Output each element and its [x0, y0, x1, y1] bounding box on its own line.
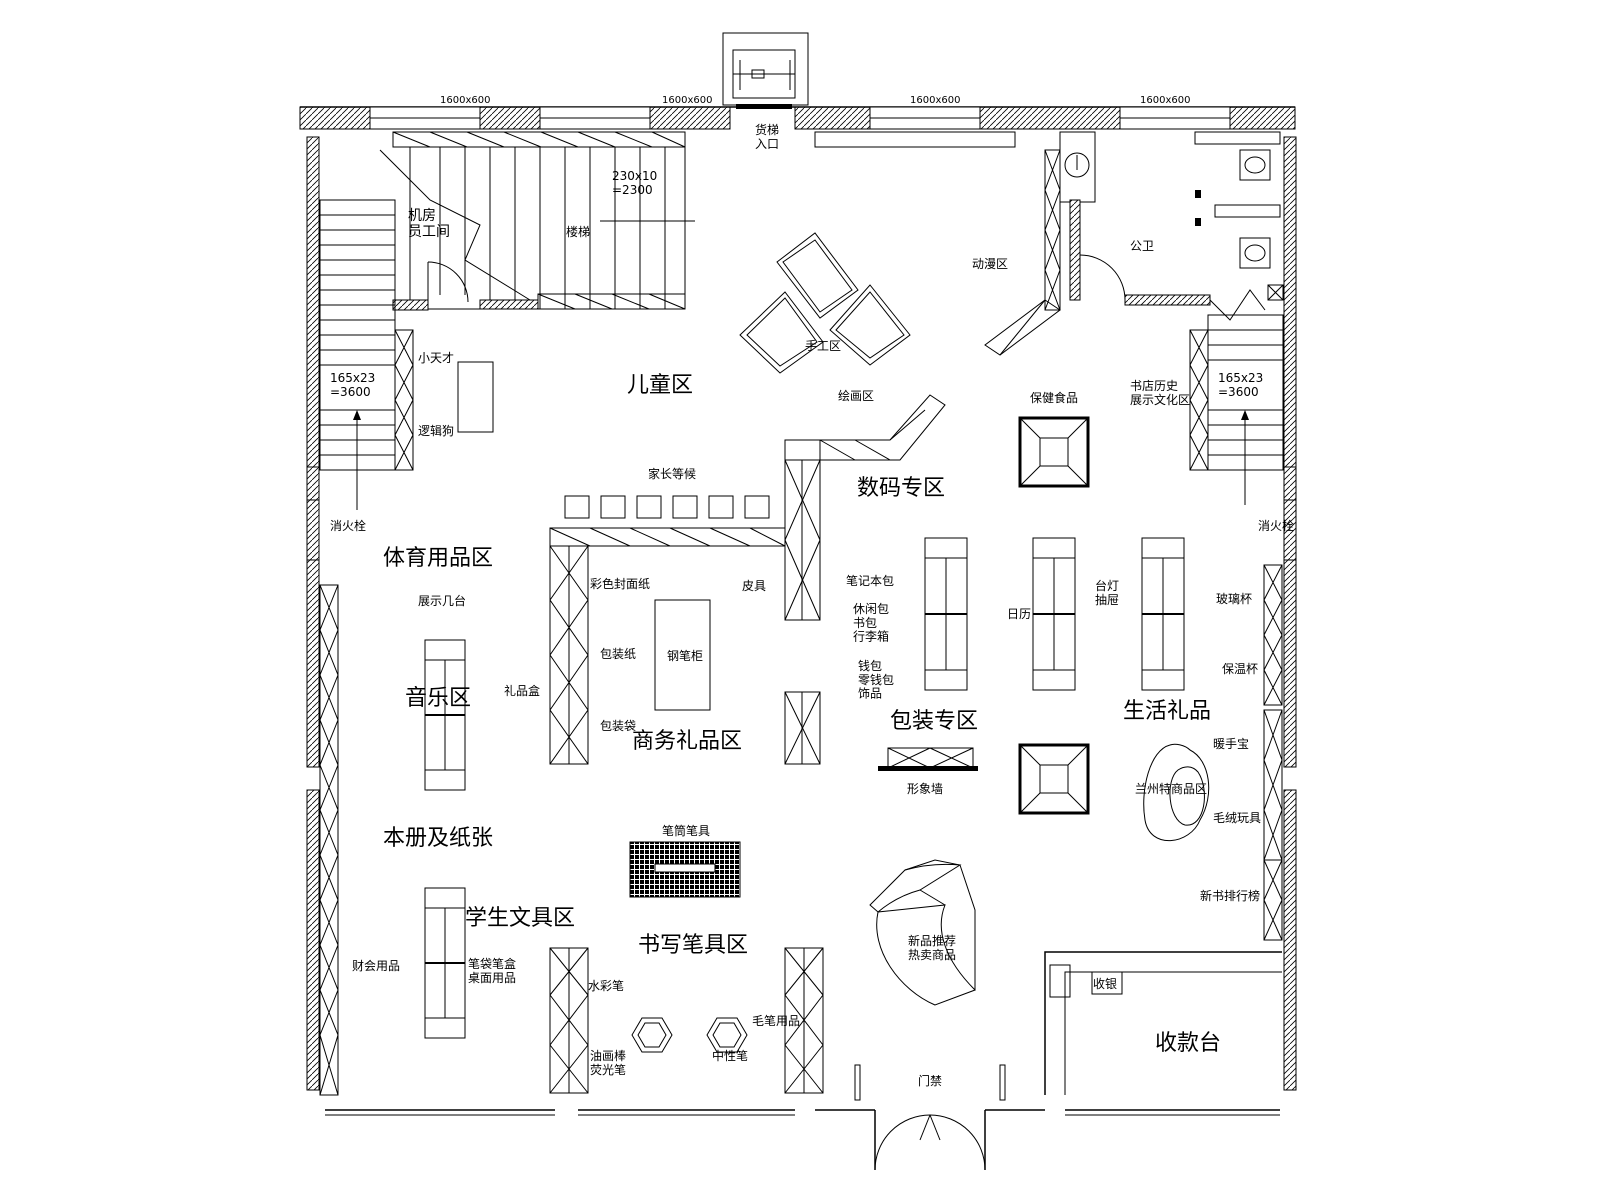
- leather-label: 皮具: [742, 579, 766, 593]
- dim-2: 1600x600: [662, 95, 712, 106]
- display-stand-label: 展示几台: [418, 593, 466, 608]
- magic-area-label: 动漫区: [972, 257, 1008, 271]
- zone-student-stationery: 学生文具区: [465, 906, 575, 931]
- new-books-label: 新书排行榜: [1200, 888, 1260, 903]
- zone-notebooks: 本册及纸张: [383, 826, 493, 851]
- digital-gondolas: [924, 537, 1185, 691]
- machine-room: [379, 149, 531, 311]
- brush-supplies-label: 毛笔用品: [752, 1013, 800, 1028]
- lanzhou-display: [1143, 743, 1210, 842]
- right-stairs: [1189, 314, 1284, 505]
- laptop-bag-label: 笔记本包: [846, 573, 894, 588]
- magic-display: [984, 149, 1061, 356]
- pack-bag-label: 包装袋: [600, 719, 636, 733]
- zone-packaging: 包装专区: [890, 709, 978, 734]
- parent-wait-label: 家长等候: [648, 466, 696, 481]
- main-stairs: [409, 146, 695, 310]
- pen-cabinet-label: 钢笔柜: [667, 648, 703, 663]
- cash-register-label: 收银: [1093, 977, 1117, 991]
- cashier-counter: [1044, 951, 1282, 1095]
- lanzhou-goods-label: 兰州特商品区: [1135, 781, 1207, 796]
- desk-lamp-label: 台灯抽屉: [1095, 578, 1119, 607]
- small-talent-label: 小天才: [418, 351, 454, 365]
- warm-hand-label: 暖手宝: [1213, 737, 1249, 751]
- pen-tools-label: 笔筒笔具: [662, 823, 710, 838]
- zone-sports: 体育用品区: [383, 546, 493, 571]
- parent-wait-seats: [564, 495, 770, 519]
- hex-displays: [631, 1017, 748, 1053]
- stair-dim-left: 165x23=3600: [330, 371, 375, 399]
- craft-tables: [739, 232, 911, 374]
- zone-writing-tools: 书写笔具区: [638, 933, 748, 958]
- health-food-pedestal: [1018, 416, 1090, 488]
- thermos-label: 保温杯: [1222, 662, 1258, 676]
- promo-display: [869, 859, 976, 1006]
- outer-walls: [299, 106, 1297, 1116]
- freight-elevator-label: 货梯入口: [755, 122, 779, 151]
- left-stairs: [319, 199, 414, 510]
- zone-music: 音乐区: [405, 686, 471, 711]
- machine-room-label: 机房员工间: [408, 208, 450, 240]
- logic-dog-label: 逻辑狗: [418, 424, 454, 438]
- zone-digital: 数码专区: [857, 476, 945, 501]
- finance-supplies-label: 财会用品: [352, 959, 400, 973]
- gel-pen-label: 中性笔: [712, 1048, 748, 1063]
- music-gondola: [424, 639, 466, 791]
- door-screen-label: 门禁: [918, 1073, 942, 1088]
- wool-toys-label: 毛绒玩具: [1213, 811, 1261, 825]
- health-food-label: 保健食品: [1030, 390, 1078, 405]
- image-wall: [878, 747, 978, 771]
- calendar-label: 日历: [1007, 607, 1031, 621]
- dim-3: 1600x600: [910, 95, 960, 106]
- wallet-label: 钱包零钱包饰品: [858, 658, 894, 701]
- drawing-shelf: [784, 394, 946, 461]
- fire-hydrant-left-label: 消火栓: [330, 518, 366, 533]
- pencil-case-label: 笔袋笔盒桌面用品: [468, 956, 516, 985]
- right-wall-shelves: [1263, 499, 1297, 941]
- student-gondola: [424, 887, 466, 1039]
- pack-paper-label: 包装纸: [600, 647, 636, 661]
- top-shelves: [392, 131, 1016, 148]
- freight-elevator: [722, 32, 809, 109]
- business-gifts-shelf: [549, 439, 821, 765]
- zone-children: 儿童区: [627, 373, 693, 398]
- craft-area-label: 手工区: [805, 339, 841, 353]
- restroom-label: 公卫: [1130, 239, 1154, 253]
- history-culture-label: 书店历史展示文化区: [1130, 379, 1190, 407]
- restroom: [1059, 131, 1284, 321]
- stair-dim-right: 165x23=3600: [1218, 371, 1263, 399]
- entrance-doors: [854, 1064, 1006, 1171]
- center-pedestal: [1018, 743, 1090, 815]
- zone-life-gifts: 生活礼品: [1123, 699, 1211, 724]
- promo-label: 新品推荐热卖商品: [908, 933, 956, 962]
- color-cover-label: 彩色封面纸: [590, 577, 650, 591]
- fire-hydrant-right-label: 消火栓: [1258, 518, 1294, 533]
- glass-cup-label: 玻璃杯: [1216, 592, 1252, 606]
- stairs-label: 楼梯: [566, 224, 590, 239]
- pen-tools-block: [629, 841, 741, 898]
- zone-cashier: 收款台: [1155, 1031, 1221, 1056]
- pen-cabinet: [654, 599, 711, 711]
- left-wall-shelves: [306, 499, 339, 1096]
- dim-1: 1600x600: [440, 95, 490, 106]
- stair-dim-main: 230x10=2300: [612, 169, 657, 197]
- oil-paint-label: 油画棒荧光笔: [590, 1049, 626, 1077]
- kids-display-table: [457, 361, 494, 433]
- drawing-area-label: 绘画区: [838, 388, 874, 403]
- dim-4: 1600x600: [1140, 95, 1190, 106]
- leisure-bag-label: 休闲包书包行李箱: [853, 602, 889, 644]
- gift-box-label: 礼品盒: [504, 683, 540, 698]
- watercolor-label: 水彩笔: [588, 978, 624, 993]
- writing-shelves: [549, 947, 824, 1094]
- zone-business-gifts: 商务礼品区: [632, 729, 742, 754]
- image-wall-label: 形象墙: [907, 782, 943, 796]
